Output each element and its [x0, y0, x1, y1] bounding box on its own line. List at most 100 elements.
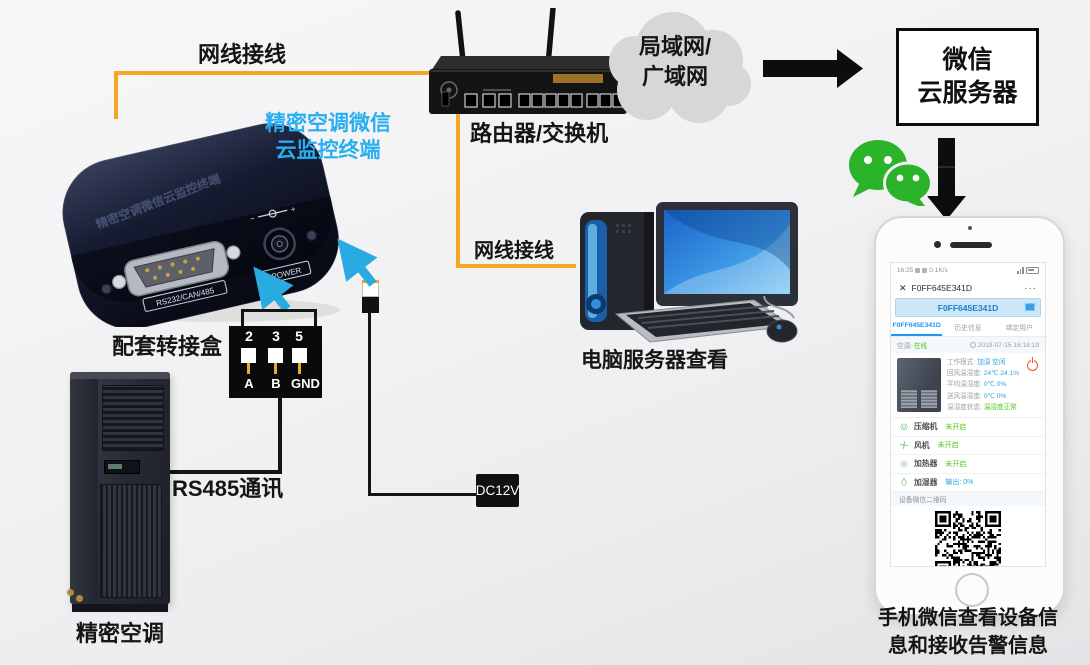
- ac-status-label: 空调:: [897, 343, 913, 350]
- status-timestamp: 2019-07-15 16:18:19: [977, 341, 1039, 349]
- fan-icon: [899, 441, 909, 450]
- rs485-cable: [168, 398, 282, 474]
- smartphone: 16:25 0.1K/s ✕ F0FF645E341D ··· F0FF645E…: [874, 216, 1065, 616]
- info-value: 0℃ 0%: [983, 381, 1007, 389]
- power-jack: − + POWER: [249, 204, 312, 285]
- adapter-box: 2 3 5 A B GND: [229, 326, 322, 398]
- info-value: 24℃ 24.1%: [983, 370, 1020, 378]
- tab-bound-users[interactable]: 绑定用户: [1005, 324, 1033, 332]
- adapter-pin-letter: A: [244, 376, 254, 391]
- info-label: 送风温湿度:: [947, 392, 982, 400]
- cloud-label-line1: 局域网/: [638, 34, 712, 59]
- phone-camera: [934, 241, 941, 248]
- phone-caption: 手机微信查看设备信 息和接收告警信息: [868, 604, 1068, 660]
- arrow-cloud-to-server: [763, 49, 863, 88]
- signal-icon: [1017, 267, 1024, 274]
- terminal-wire-stub: [247, 363, 250, 374]
- adapter-pin-num: 3: [272, 328, 280, 344]
- phone-home-button[interactable]: [954, 573, 989, 607]
- humidifier-icon: [901, 477, 907, 486]
- info-label: 平均温湿度:: [947, 381, 982, 389]
- phone-caption-line2: 息和接收告警信息: [888, 635, 1048, 657]
- device-id: F0FF645E341D: [937, 302, 999, 313]
- device-banner-icon[interactable]: [1024, 302, 1036, 312]
- router-device: [429, 8, 627, 114]
- svg-text:−: −: [249, 214, 256, 224]
- pc-label: 电脑服务器查看: [581, 349, 728, 372]
- statusbar-rate: 0.1K/s: [929, 267, 948, 274]
- pc-mouse: [763, 295, 798, 343]
- component-value: 输出: 0%: [945, 479, 974, 487]
- info-value: 温湿度正常: [983, 403, 1017, 411]
- component-value: 未开启: [937, 442, 959, 450]
- component-row-fan: 风机 未开启: [891, 437, 1045, 456]
- device-id-banner: F0FF645E341D: [895, 298, 1041, 317]
- ac-thumbnail: [897, 358, 941, 412]
- component-label: 风机: [914, 440, 930, 450]
- adapter-bracket-wire: [241, 309, 317, 329]
- battery-icon: [1026, 266, 1039, 275]
- info-value: 加湿 空闲: [977, 359, 1006, 366]
- ethernet-cable-top: [114, 71, 437, 119]
- rs485-label: RS485通讯: [172, 476, 284, 501]
- tab-history[interactable]: 历史信息: [954, 324, 982, 332]
- pc-tower: [580, 212, 654, 330]
- cable-label-mid: 网线接线: [474, 240, 554, 262]
- terminal-label-line2: 云监控终端: [275, 139, 381, 162]
- ethernet-cable-mid: [456, 112, 576, 268]
- arrow-server-to-phone: [927, 138, 966, 220]
- app-navbar: ✕ F0FF645E341D ···: [891, 278, 1045, 298]
- component-row-humidifier: 加湿器 输出: 0%: [891, 474, 1045, 493]
- component-value: 未开启: [945, 460, 967, 468]
- component-row-heater: 加热器 未开启: [891, 455, 1045, 474]
- power-cable: [368, 313, 481, 496]
- arrow-to-power-jack: [337, 238, 378, 287]
- compressor-icon: [900, 422, 908, 431]
- device-status-card: 工作模式:加湿 空闲 回风温湿度:24℃ 24.1% 平均温湿度:0℃ 0% 送…: [891, 353, 1045, 419]
- phone-sensor-dot: [967, 226, 972, 230]
- heater-icon: [899, 459, 909, 468]
- lan-wan-cloud: [609, 12, 751, 123]
- qr-section-title: 设备微信二维码: [891, 492, 1045, 507]
- online-status-row: 空调: 在线 2019-07-15 16:18:19: [891, 337, 1045, 353]
- statusbar-time: 16:25: [897, 267, 914, 274]
- power-plug: [362, 280, 379, 313]
- server-box-line1: 微信: [942, 46, 993, 74]
- dc12v-label-box: DC12V: [476, 474, 519, 507]
- cloud-label: 局域网/ 广域网: [600, 32, 750, 92]
- component-label: 压缩机: [914, 422, 938, 432]
- info-label: 工作模式:: [947, 359, 976, 366]
- phone-caption-line1: 手机微信查看设备信: [878, 607, 1058, 629]
- info-label: 温湿度状态:: [947, 403, 982, 411]
- adapter-pin-num: 2: [245, 328, 253, 344]
- terminal-wire-stub: [274, 363, 277, 374]
- close-icon[interactable]: ✕: [899, 282, 907, 293]
- nav-title: F0FF645E341D: [911, 283, 973, 293]
- tab-device-id[interactable]: F0FF645E341D: [891, 317, 943, 336]
- pc-monitor: [656, 202, 798, 321]
- db9-serial-port: RS232/CAN/485: [112, 240, 241, 312]
- terminal-wire-stub: [298, 363, 301, 374]
- component-label: 加湿器: [914, 477, 938, 487]
- component-value: 未开启: [945, 423, 967, 431]
- server-box-line2: 云服务器: [917, 79, 1018, 107]
- clock-icon: [969, 341, 976, 348]
- cable-label-top: 网线接线: [198, 42, 287, 67]
- arrow-to-serial-port: [253, 266, 294, 312]
- power-toggle-icon[interactable]: [1027, 357, 1038, 371]
- computer-server: [580, 202, 798, 343]
- precision-ac-unit: [67, 372, 170, 612]
- adapter-pin-num: 5: [295, 328, 303, 344]
- adapter-terminal: [241, 348, 256, 363]
- online-badge: 在线: [913, 343, 928, 350]
- app-tabs: F0FF645E341D 历史信息 绑定用户: [891, 317, 1045, 337]
- component-label: 加热器: [914, 459, 938, 469]
- wechat-icon: [849, 140, 933, 206]
- more-menu-icon[interactable]: ···: [1024, 282, 1037, 294]
- svg-text:+: +: [290, 204, 297, 214]
- phone-screen: 16:25 0.1K/s ✕ F0FF645E341D ··· F0FF645E…: [890, 262, 1046, 567]
- statusbar-icon: [915, 268, 921, 273]
- router-antenna-left: [455, 10, 467, 69]
- adapter-label: 配套转接盒: [112, 334, 223, 359]
